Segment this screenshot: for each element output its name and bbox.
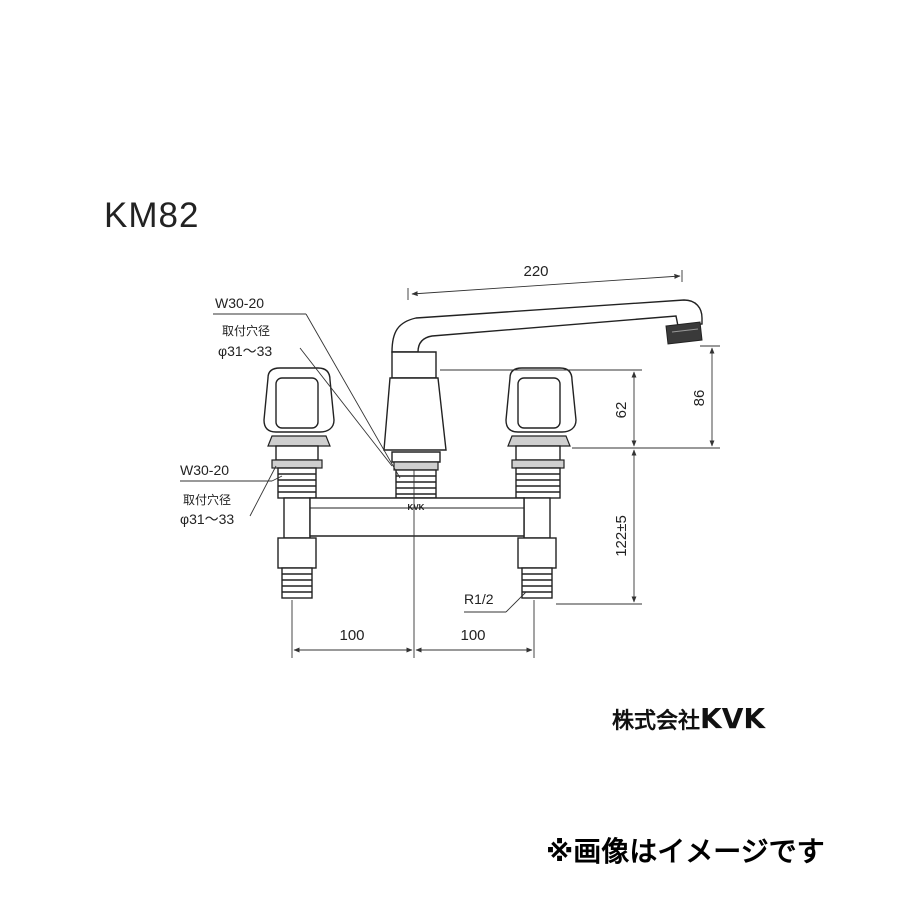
dimension-pitch: 100 100 — [291, 470, 535, 658]
spout-length-value: 220 — [523, 263, 548, 280]
hole-caption-lower: 取付穴径 — [183, 492, 231, 507]
pitch-right-value: 100 — [460, 627, 485, 644]
dimension-spout-length: 220 — [407, 263, 683, 300]
right-handle — [505, 367, 577, 599]
image-notice: ※画像はイメージです — [546, 835, 825, 868]
connection-upper-text: W30-20 — [215, 295, 264, 311]
body-brand-mark: KVK — [408, 503, 425, 512]
left-handle — [263, 367, 335, 599]
label-connection-upper: W30-20 取付穴径 φ31～33 — [213, 295, 401, 479]
cross-pipe: KVK — [309, 497, 525, 537]
company-name-jp: 株式会社 — [612, 709, 701, 734]
handle-height-value: 62 — [613, 402, 630, 419]
dimension-handle-height: 62 — [440, 369, 642, 449]
hole-caption-upper: 取付穴径 — [222, 323, 270, 338]
hole-diameter-lower: φ31～33 — [180, 511, 234, 527]
dimension-inlet-height: 122±5 — [556, 449, 642, 605]
dimension-spout-height: 86 — [642, 345, 720, 449]
spout-height-value: 86 — [691, 390, 708, 407]
connection-lower-text: W30-20 — [180, 462, 229, 478]
spout — [391, 299, 703, 353]
center-body — [383, 351, 447, 499]
pipe-thread-text: R1/2 — [464, 591, 494, 607]
label-pipe-thread: R1/2 — [464, 591, 527, 613]
pitch-left-value: 100 — [339, 627, 364, 644]
hole-diameter-upper: φ31～33 — [218, 343, 272, 359]
model-number-title: KM82 — [104, 196, 200, 235]
company-name: 株式会社KVK — [612, 702, 765, 735]
company-brand-logo: KVK — [700, 702, 766, 735]
label-connection-lower: W30-20 取付穴径 φ31～33 — [180, 462, 283, 527]
inlet-height-value: 122±5 — [613, 515, 630, 557]
